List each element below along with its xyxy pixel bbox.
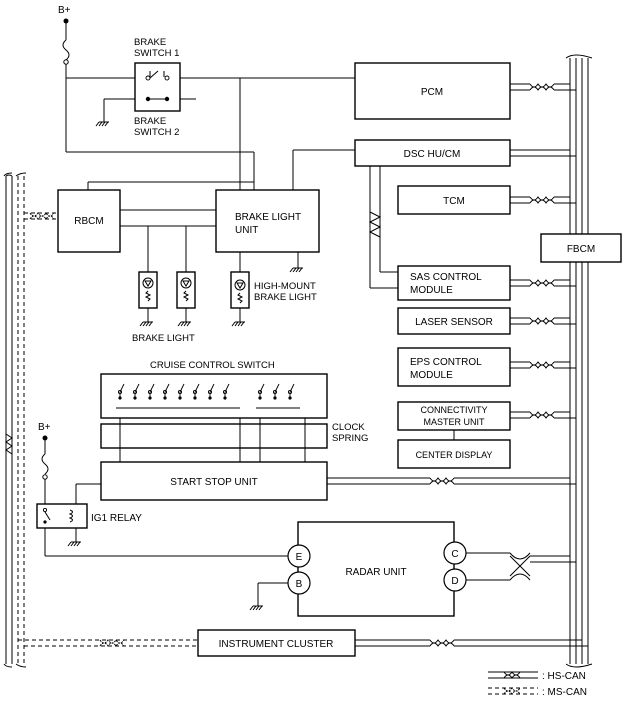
- svg-text:TCM: TCM: [443, 196, 465, 207]
- svg-text:RADAR UNIT: RADAR UNIT: [345, 567, 406, 578]
- svg-text:INSTRUMENT CLUSTER: INSTRUMENT CLUSTER: [219, 639, 334, 650]
- svg-text:BRAKE LIGHT: BRAKE LIGHT: [254, 292, 317, 303]
- svg-text:LASER SENSOR: LASER SENSOR: [415, 317, 493, 328]
- svg-text:E: E: [296, 552, 303, 563]
- svg-text:B+: B+: [38, 422, 51, 433]
- brake-switch-2: BRAKE SWITCH 2: [134, 96, 179, 138]
- svg-text:DSC HU/CM: DSC HU/CM: [404, 149, 461, 160]
- radar-unit: RADAR UNIT: [297, 521, 455, 617]
- svg-text:MASTER UNIT: MASTER UNIT: [423, 417, 485, 427]
- svg-text:CONNECTIVITY: CONNECTIVITY: [420, 405, 487, 415]
- brake-light-bulb-right: [176, 271, 196, 327]
- tcm-module: TCM: [397, 185, 511, 215]
- svg-text:CLOCK: CLOCK: [332, 422, 365, 433]
- svg-text:PCM: PCM: [421, 87, 443, 98]
- connector-d: D: [443, 568, 467, 592]
- svg-text:HIGH-MOUNT: HIGH-MOUNT: [254, 281, 316, 292]
- svg-text:START STOP UNIT: START STOP UNIT: [170, 477, 257, 488]
- connectivity-master-unit: CONNECTIVITY MASTER UNIT: [397, 401, 511, 431]
- svg-text:UNIT: UNIT: [235, 225, 258, 236]
- legend-ms-can: : MS-CAN: [488, 687, 587, 698]
- legend-hs-can: : HS-CAN: [488, 671, 586, 682]
- svg-text:BRAKE LIGHT: BRAKE LIGHT: [235, 212, 301, 223]
- start-stop-unit: START STOP UNIT: [100, 461, 328, 501]
- svg-text:EPS CONTROL: EPS CONTROL: [410, 357, 482, 368]
- svg-text:CENTER DISPLAY: CENTER DISPLAY: [416, 450, 493, 460]
- connector-e: E: [287, 544, 311, 568]
- svg-text:MODULE: MODULE: [410, 285, 453, 296]
- brake-light-unit: BRAKE LIGHT UNIT: [215, 189, 320, 253]
- pcm-module: PCM: [354, 62, 511, 120]
- instrument-cluster: INSTRUMENT CLUSTER: [197, 629, 356, 657]
- bplus-top-supply: B+: [58, 5, 255, 190]
- svg-text:SWITCH 1: SWITCH 1: [134, 48, 179, 59]
- laser-sensor: LASER SENSOR: [397, 307, 511, 335]
- svg-text:FBCM: FBCM: [567, 244, 595, 255]
- svg-text:: HS-CAN: : HS-CAN: [542, 671, 586, 682]
- svg-text:BRAKE: BRAKE: [134, 37, 166, 48]
- high-mount-brake-light: HIGH-MOUNT BRAKE LIGHT: [230, 271, 317, 327]
- left-edge-connections: [3, 172, 27, 668]
- svg-text:SAS CONTROL: SAS CONTROL: [410, 272, 482, 283]
- eps-control-module: EPS CONTROL MODULE: [397, 347, 511, 387]
- brake-light-bulb-left: [138, 271, 158, 327]
- right-bus-lines: [565, 54, 593, 668]
- connector-b: B: [287, 571, 311, 595]
- svg-text:BRAKE: BRAKE: [134, 116, 166, 127]
- brake-light-label: BRAKE LIGHT: [132, 333, 195, 344]
- connector-c: C: [443, 541, 467, 565]
- cruise-control-label: CRUISE CONTROL SWITCH: [150, 360, 275, 371]
- svg-text:SWITCH 2: SWITCH 2: [134, 127, 179, 138]
- ig1-relay: IG1 RELAY: [36, 503, 142, 529]
- svg-text:MODULE: MODULE: [410, 370, 453, 381]
- sas-control-module: SAS CONTROL MODULE: [397, 265, 511, 301]
- center-display: CENTER DISPLAY: [397, 439, 511, 469]
- rbcm-module: RBCM: [57, 189, 121, 253]
- cruise-control-switch: [100, 373, 328, 419]
- svg-text:B+: B+: [58, 5, 71, 16]
- bplus-lower-supply: B+: [38, 422, 51, 504]
- svg-text:IG1 RELAY: IG1 RELAY: [91, 513, 142, 524]
- svg-text:SPRING: SPRING: [332, 433, 368, 444]
- dsc-module: DSC HU/CM: [354, 139, 511, 167]
- brake-switch-1: BRAKE SWITCH 1: [134, 37, 181, 112]
- svg-text:: MS-CAN: : MS-CAN: [542, 687, 587, 698]
- svg-text:B: B: [296, 579, 303, 590]
- clock-spring: CLOCK SPRING: [100, 422, 368, 449]
- svg-text:D: D: [451, 576, 458, 587]
- svg-text:RBCM: RBCM: [74, 216, 103, 227]
- left-twist-marker: [5, 433, 13, 455]
- svg-text:C: C: [451, 549, 458, 560]
- fbcm-module: FBCM: [540, 233, 622, 263]
